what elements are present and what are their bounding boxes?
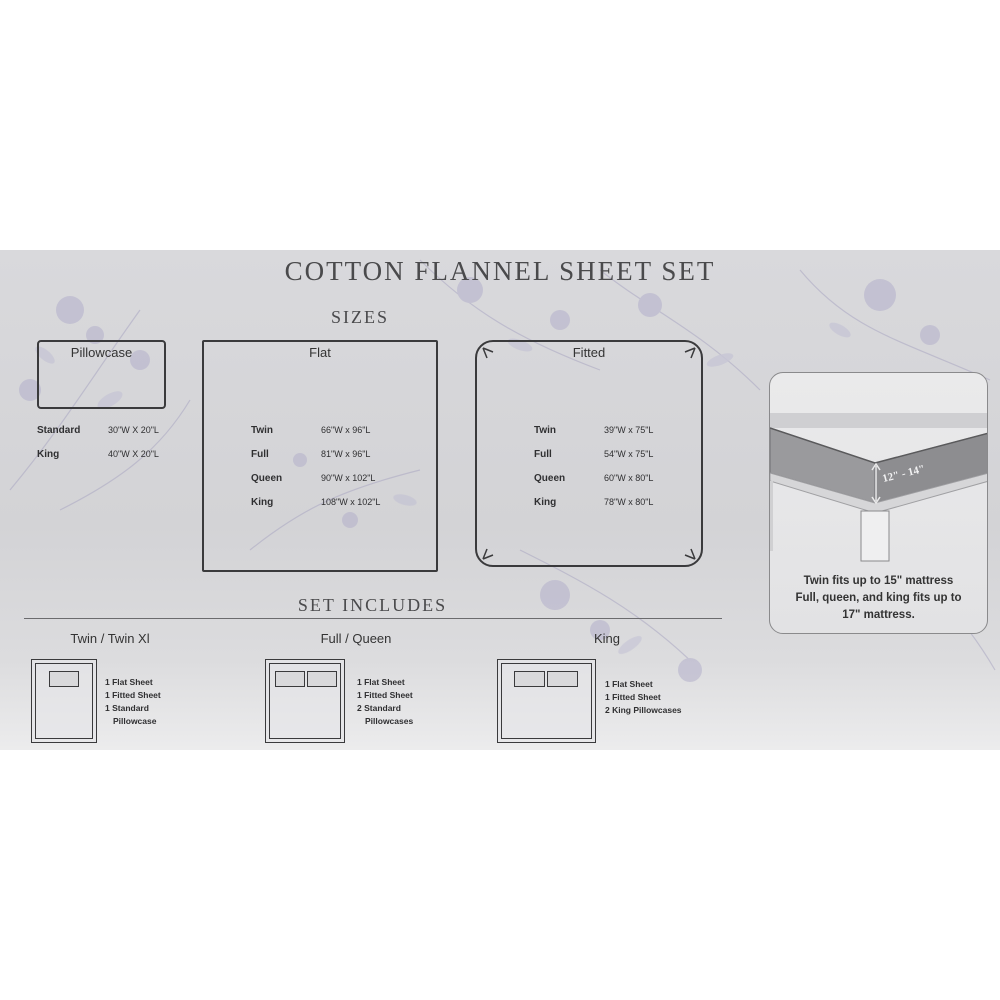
include-item: Pillowcases (365, 716, 414, 726)
include-title-twin: Twin / Twin Xl (70, 631, 150, 646)
king-bed-icon (497, 659, 596, 743)
size-dims: 66"W x 96"L (321, 425, 371, 435)
mattress-note-line: Full, queen, and king fits up to (795, 592, 962, 604)
pillowcase-diagram: Pillowcase (37, 340, 166, 409)
size-dims: 54"W x 75"L (604, 449, 654, 459)
size-name: Full (251, 449, 269, 460)
size-dims: 39"W x 75"L (604, 425, 654, 435)
bed-sheet-outline (35, 663, 93, 739)
include-item: 2 Standard (357, 703, 401, 713)
pillow-icon (307, 671, 337, 687)
size-dims: 90"W x 102"L (321, 473, 376, 483)
flat-label: Flat (309, 345, 331, 360)
sheet-set-banner: COTTON FLANNEL SHEET SET SIZES Pillowcas… (0, 250, 1000, 750)
set-includes-heading: SET INCLUDES (297, 595, 448, 615)
set-includes-divider (24, 618, 722, 619)
include-item: 1 Fitted Sheet (105, 690, 161, 700)
size-dims: 40"W X 20"L (108, 449, 159, 459)
include-list-king: 1 Flat Sheet 1 Fitted Sheet 2 King Pillo… (605, 678, 725, 717)
fitted-label: Fitted (572, 345, 606, 360)
include-item: 1 Flat Sheet (105, 677, 153, 687)
size-name: Twin (251, 425, 274, 436)
size-dims: 60"W x 80"L (604, 473, 654, 483)
include-title-king: King (593, 631, 621, 646)
include-item: 2 King Pillowcases (605, 705, 682, 715)
size-name: King (251, 497, 274, 508)
size-dims: 81"W x 96"L (321, 449, 371, 459)
mattress-note-line: 17" mattress. (842, 609, 915, 621)
include-item: Pillowcase (113, 716, 157, 726)
size-name: Queen (534, 473, 566, 484)
twin-bed-icon (31, 659, 97, 743)
mattress-icon (770, 413, 987, 562)
size-name: Twin (534, 425, 557, 436)
pillow-icon (547, 671, 578, 687)
include-item: 1 Standard (105, 703, 149, 713)
fitted-sheet-diagram: Fitted Twin 39"W x 75"L Full 54"W x 75"L… (475, 340, 703, 567)
include-item: 1 Flat Sheet (605, 679, 653, 689)
size-name: King (37, 449, 60, 460)
size-name: Standard (37, 425, 81, 436)
pillow-icon (49, 671, 79, 687)
include-list-full-queen: 1 Flat Sheet 1 Fitted Sheet 2 Standard P… (357, 676, 457, 728)
pillow-icon (275, 671, 305, 687)
full-queen-bed-icon (265, 659, 345, 743)
include-item: 1 Fitted Sheet (357, 690, 413, 700)
page-title: COTTON FLANNEL SHEET SET (284, 256, 716, 286)
include-item: 1 Flat Sheet (357, 677, 405, 687)
include-item: 1 Fitted Sheet (605, 692, 661, 702)
size-name: Queen (251, 473, 283, 484)
fitted-corner-arrows-icon (482, 347, 696, 560)
pillow-icon (514, 671, 545, 687)
bed-sheet-outline (501, 663, 592, 739)
size-dims: 78"W x 80"L (604, 497, 654, 507)
size-dims: 30"W X 20"L (108, 425, 159, 435)
pillowcase-label: Pillowcase (70, 345, 133, 360)
size-dims: 108"W x 102"L (321, 497, 381, 507)
mattress-fit-note: Twin fits up to 15" mattress Full, queen… (770, 573, 987, 624)
mattress-depth-card: 12" - 14" Twin fits up to 15" mattress F… (769, 372, 988, 634)
bed-sheet-outline (269, 663, 341, 739)
include-list-twin: 1 Flat Sheet 1 Fitted Sheet 1 Standard P… (105, 676, 205, 728)
floral-background (9, 259, 996, 682)
sizes-heading: SIZES (330, 307, 389, 327)
size-name: King (534, 497, 557, 508)
mattress-note-line: Twin fits up to 15" mattress (803, 575, 954, 587)
size-name: Full (534, 449, 552, 460)
include-title-full-queen: Full / Queen (320, 631, 392, 646)
flat-sheet-diagram: Flat Twin 66"W x 96"L Full 81"W x 96"L Q… (202, 340, 438, 572)
